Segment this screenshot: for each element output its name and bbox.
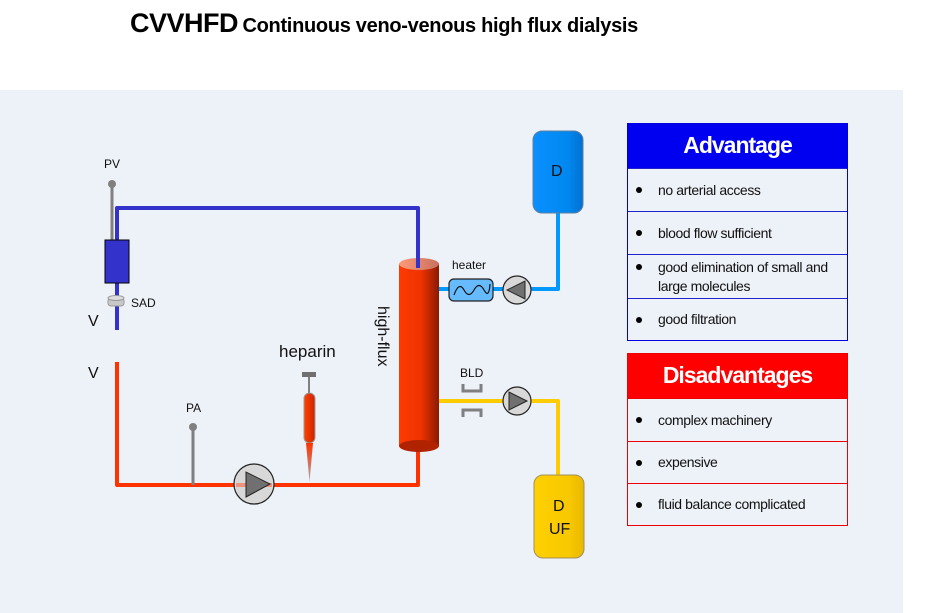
- bullet-icon: [636, 264, 642, 270]
- dialysate-pump-icon[interactable]: [502, 275, 532, 305]
- advantages-box: Advantage no arterial access blood flow …: [627, 123, 848, 341]
- bullet-icon: [636, 459, 642, 466]
- sad-label: SAD: [131, 296, 156, 310]
- bullet-icon: [636, 501, 642, 508]
- heater-label: heater: [452, 258, 487, 272]
- disadvantages-heading: Disadvantages: [628, 354, 847, 398]
- arterial-pressure-sensor: [189, 423, 197, 485]
- venous-in-label: V: [88, 365, 99, 382]
- heater-icon: [448, 278, 494, 302]
- effluent-bag-label-line1: D: [553, 498, 565, 515]
- advantage-item: no arterial access: [628, 168, 847, 211]
- advantage-item: good elimination of small and large mole…: [628, 254, 847, 298]
- disadvantages-box: Disadvantages complex machinery expensiv…: [627, 353, 848, 526]
- title-abbreviation: CVVHFD: [130, 8, 239, 38]
- heparin-label: heparin: [279, 342, 336, 361]
- filter-label: high-flux: [374, 306, 391, 367]
- venous-out-label: V: [88, 313, 99, 330]
- advantage-item: good filtration: [628, 298, 847, 340]
- disadvantage-item: fluid balance complicated: [628, 483, 847, 525]
- dialysate-line: [439, 212, 560, 291]
- venous-pressure-sensor: [108, 180, 116, 242]
- bullet-icon: [636, 417, 642, 423]
- high-flux-filter: [399, 258, 439, 452]
- pa-label: PA: [186, 401, 202, 415]
- sad-detector-icon: [107, 295, 125, 307]
- bullet-icon: [636, 316, 642, 323]
- disadvantage-item: expensive: [628, 441, 847, 483]
- heparin-syringe-icon: [302, 372, 316, 482]
- dialysate-bag: [532, 130, 584, 214]
- blood-leak-detector-icon: [461, 384, 483, 417]
- blood-pump-icon[interactable]: [233, 463, 275, 505]
- dialysate-bag-label: D: [551, 163, 563, 180]
- pv-label: PV: [104, 157, 121, 171]
- bullet-icon: [636, 230, 642, 236]
- advantage-item: blood flow sufficient: [628, 211, 847, 254]
- effluent-pump-icon[interactable]: [502, 386, 532, 416]
- advantages-heading: Advantage: [628, 124, 847, 168]
- bld-label: BLD: [460, 366, 484, 380]
- effluent-bag-label-line2: UF: [549, 521, 571, 538]
- effluent-line: [439, 399, 560, 476]
- disadvantage-item: complex machinery: [628, 398, 847, 441]
- air-trap-chamber: [104, 239, 130, 284]
- arterial-line: [115, 362, 420, 487]
- bullet-icon: [636, 187, 642, 193]
- page-title: CVVHFD Continuous veno-venous high flux …: [130, 8, 638, 39]
- effluent-bag: [533, 474, 585, 559]
- title-full-name: Continuous veno-venous high flux dialysi…: [242, 15, 638, 37]
